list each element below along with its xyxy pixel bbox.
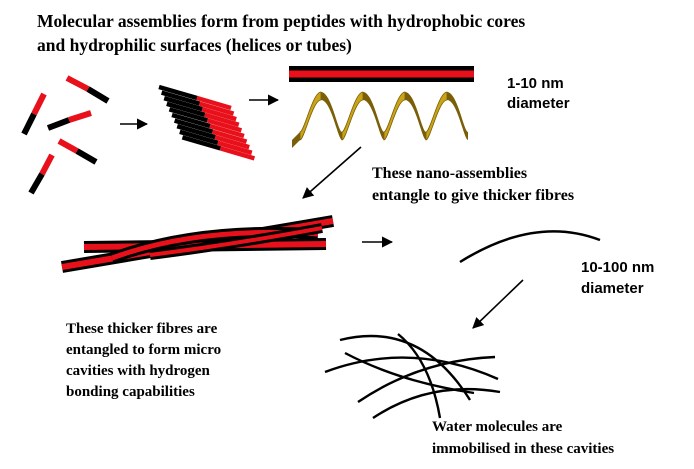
network-fibre bbox=[324, 356, 499, 381]
water-caption-line-1: Water molecules are bbox=[432, 419, 563, 435]
network-fibre bbox=[339, 334, 472, 401]
title-line-2: and hydrophilic surfaces (helices or tub… bbox=[37, 35, 352, 55]
peptide bbox=[57, 138, 98, 165]
single-fibre bbox=[459, 230, 601, 264]
diameter-large-line-2: diameter bbox=[581, 280, 644, 297]
cavities-caption-line-2: entangled to form micro bbox=[66, 342, 221, 358]
helix-tail bbox=[292, 132, 300, 148]
network-fibre bbox=[344, 351, 475, 395]
helix-back-segment bbox=[363, 92, 384, 140]
peptide bbox=[28, 153, 55, 195]
helix-front-segment bbox=[299, 91, 322, 141]
helix-back-segment bbox=[321, 92, 342, 140]
cavities-caption-line-1: These thicker fibres are bbox=[66, 321, 218, 337]
cavities-caption-line-4: bonding capabilities bbox=[66, 384, 195, 400]
aligned-peptide bbox=[160, 90, 235, 116]
peptide bbox=[21, 92, 47, 136]
loose-peptides bbox=[21, 75, 110, 195]
aligned-peptide bbox=[181, 135, 256, 161]
aligned-peptide bbox=[176, 124, 250, 150]
aligned-peptide bbox=[179, 129, 253, 155]
helix-back-segment bbox=[447, 92, 468, 140]
aligned-peptide bbox=[173, 118, 248, 144]
thick-fibre-bundle bbox=[60, 215, 335, 273]
peptide bbox=[46, 110, 92, 131]
diameter-small-line-1: 1-10 nm bbox=[507, 75, 564, 92]
network-fibre bbox=[357, 355, 496, 403]
helix-front-segment bbox=[425, 91, 448, 141]
aligned-peptide bbox=[168, 107, 243, 133]
entangle-caption-line-2: entangle to give thicker fibres bbox=[372, 187, 574, 204]
helix-ribbon bbox=[292, 91, 468, 148]
peptide bbox=[65, 75, 110, 104]
arrow-to-thick-fibre bbox=[302, 146, 362, 199]
helix-front-segment bbox=[383, 91, 406, 141]
aligned-peptide bbox=[166, 101, 240, 127]
aligned-peptides bbox=[158, 84, 256, 161]
diameter-large-line-1: 10-100 nm bbox=[581, 259, 654, 276]
helix-front-segment bbox=[341, 91, 364, 141]
entangle-caption-line-1: These nano-assemblies bbox=[372, 165, 527, 182]
arrow-to-network bbox=[472, 279, 524, 329]
nano-tube bbox=[289, 66, 474, 82]
helix-back-segment bbox=[405, 92, 426, 140]
aligned-peptide bbox=[171, 112, 245, 139]
cavities-caption-line-3: cavities with hydrogen bbox=[66, 363, 211, 379]
diameter-small-line-2: diameter bbox=[507, 95, 570, 112]
aligned-peptide bbox=[158, 84, 232, 111]
fibre-network bbox=[324, 333, 501, 419]
water-caption-line-2: immobilised in these cavities bbox=[432, 441, 614, 457]
network-fibre bbox=[397, 333, 442, 419]
network-fibre bbox=[372, 387, 501, 419]
title-line-1: Molecular assemblies form from peptides … bbox=[37, 11, 525, 31]
fibre-strand bbox=[149, 223, 323, 260]
aligned-peptide bbox=[163, 96, 237, 122]
